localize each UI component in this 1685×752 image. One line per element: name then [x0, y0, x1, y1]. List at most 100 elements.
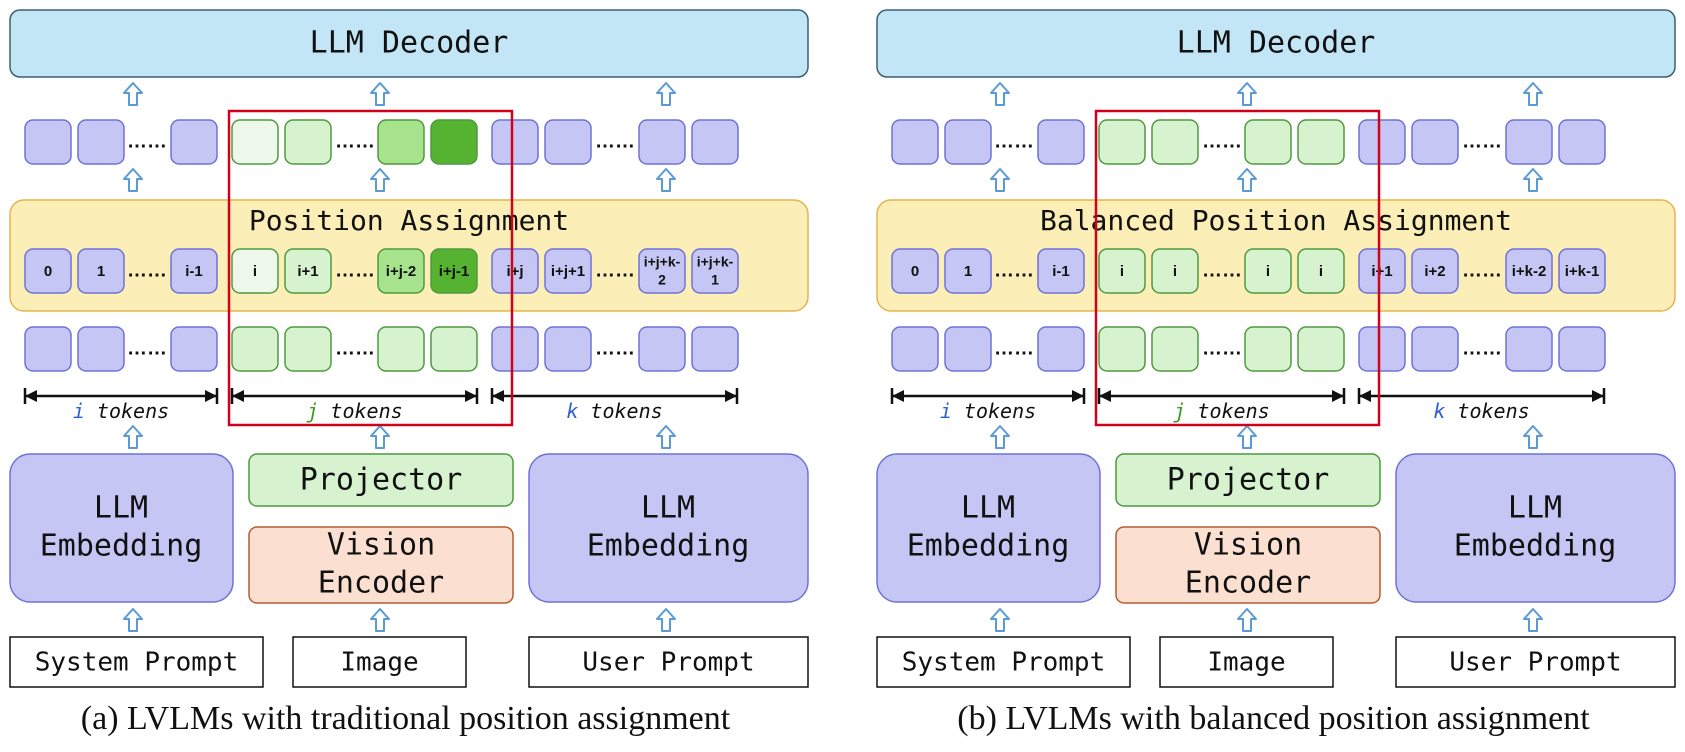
panel-b-position-id-j-0: i	[1120, 263, 1124, 280]
panel-b-embed-arrow-0	[990, 425, 1010, 449]
panel-b-vision-encoder	[1115, 526, 1381, 604]
panel-a-span-var-i: i	[73, 399, 85, 423]
panel-a-position-token-k-1	[544, 248, 592, 294]
caption-a: (a) LVLMs with traditional position assi…	[80, 700, 731, 737]
panel-b-position-ellipsis-j: ……	[1202, 259, 1242, 281]
panel-a-span-var-k: k	[566, 399, 578, 423]
panel-a-output-token-k-1	[544, 119, 592, 165]
caption-b: (b) LVLMs with balanced position assignm…	[957, 700, 1590, 737]
panel-a-input-ellipsis-j: ……	[335, 337, 375, 359]
panel-a-position-token-i-0	[24, 248, 72, 294]
panel-a-output-token-j-3	[430, 119, 478, 165]
panel-b-output-token-j-3	[1297, 119, 1345, 165]
panel-a-output-token-i-0	[24, 119, 72, 165]
panel-a-image-box	[292, 636, 467, 688]
panel-a-input-token-k-1	[544, 326, 592, 372]
panel-a-input-token-k-3	[691, 326, 739, 372]
panel-b-input-arrow-0	[990, 608, 1010, 632]
panel-a-position-id-i-2: i-1	[185, 263, 203, 280]
panel-a-image-label: Image	[340, 648, 418, 678]
panel-a-input-token-j-0	[231, 326, 279, 372]
panel-a-band-arrow-2	[656, 168, 676, 192]
panel-b-output-token-k-0	[1358, 119, 1406, 165]
panel-a-embed-arrow-0	[123, 425, 143, 449]
panel-a-vision-encoder	[248, 526, 514, 604]
panel-b-output-token-j-2	[1244, 119, 1292, 165]
panel-a-span-label-i: i tokens	[73, 399, 169, 423]
panel-b-user-prompt-box	[1395, 636, 1676, 688]
panel-b-position-token-k-2	[1505, 248, 1553, 294]
panel-b-span-rest-j: tokens	[1185, 399, 1269, 423]
panel-b-position-token-k-3	[1558, 248, 1606, 294]
panel-a-input-token-j-2	[377, 326, 425, 372]
panel-a-position-token-i-1	[77, 248, 125, 294]
panel-b-input-token-j-2	[1244, 326, 1292, 372]
panel-b-position-id-j-1: i	[1173, 263, 1177, 280]
panel-b-image-label: Image	[1207, 648, 1285, 678]
panel-a-span-rest-k: tokens	[578, 399, 662, 423]
panel-a-span-arrow-i	[23, 388, 219, 404]
panel-a-span-rest-i: tokens	[85, 399, 169, 423]
panel-b-output-token-i-1	[944, 119, 992, 165]
panel-b-input-ellipsis-j: ……	[1202, 337, 1242, 359]
panel-a-llm-decoder	[9, 9, 809, 78]
panel-b-projector	[1115, 453, 1381, 507]
panel-a-position-id-i-1: 1	[97, 263, 105, 280]
panel-a-position-label: Position Assignment	[249, 204, 569, 237]
panel-b-decoder-arrow-1	[1237, 82, 1257, 106]
panel-a-position-token-k-0	[491, 248, 539, 294]
panel-b-span-var-i: i	[940, 399, 952, 423]
panel-b-span-arrow-k	[1357, 388, 1606, 404]
panel-b-input-token-i-2	[1037, 326, 1085, 372]
panel-b-input-token-j-0	[1098, 326, 1146, 372]
panel-b-output-ellipsis-i: ……	[994, 130, 1034, 152]
panel-b-system-embedding	[876, 453, 1101, 603]
panel-b-output-token-i-0	[891, 119, 939, 165]
panel-a-output-token-j-2	[377, 119, 425, 165]
panel-a-output-ellipsis-k: ……	[595, 130, 635, 152]
panel-b-position-token-i-0	[891, 248, 939, 294]
panel-b-system-prompt-box	[876, 636, 1131, 688]
panel-a-output-token-j-1	[284, 119, 332, 165]
panel-a-llm-decoder-label: LLM Decoder	[310, 26, 509, 61]
panel-b-embed-arrow-1	[1237, 425, 1257, 449]
panel-b-span-var-j: j	[1173, 399, 1185, 423]
panel-a-system-embedding	[9, 453, 234, 603]
panel-a-band-arrow-0	[123, 168, 143, 192]
panel-b-span-label-j: j tokens	[1173, 399, 1269, 423]
panel-b-input-token-i-0	[891, 326, 939, 372]
panel-b-input-token-k-0	[1358, 326, 1406, 372]
panel-a-band-arrow-1	[370, 168, 390, 192]
panel-a-span-label-k: k tokens	[566, 399, 662, 423]
panel-a-input-ellipsis-i: ……	[127, 337, 167, 359]
panel-b-image-box	[1159, 636, 1334, 688]
panel-a-decoder-arrow-0	[123, 82, 143, 106]
panel-a-span-label-j: j tokens	[306, 399, 402, 423]
panel-a-position-token-k-2	[638, 248, 686, 294]
panel-a-input-token-i-2	[170, 326, 218, 372]
panel-a-position-token-k-3	[691, 248, 739, 294]
panel-a-output-token-j-0	[231, 119, 279, 165]
panel-b-input-token-k-1	[1411, 326, 1459, 372]
panel-b-position-token-k-1	[1411, 248, 1459, 294]
panel-a-position-id-j-3: i+j-1	[439, 263, 469, 280]
panel-b-position-id-k-0: i+1	[1371, 263, 1392, 280]
panel-a-system-prompt-box	[9, 636, 264, 688]
panel-b-input-token-j-3	[1297, 326, 1345, 372]
panel-b-position-id-i-1: 1	[964, 263, 972, 280]
panel-a-input-arrow-0	[123, 608, 143, 632]
panel-a-span-arrow-k	[490, 388, 739, 404]
panel-a-input-token-i-0	[24, 326, 72, 372]
panel-b-position-id-j-3: i	[1319, 263, 1323, 280]
panel-b-band-arrow-2	[1523, 168, 1543, 192]
panel-b-embed-arrow-2	[1523, 425, 1543, 449]
panel-a-input-token-k-2	[638, 326, 686, 372]
panel-b-user-prompt-label: User Prompt	[1449, 648, 1621, 678]
panel-b-span-rest-i: tokens	[952, 399, 1036, 423]
panel-a-projector-label: Projector	[300, 463, 463, 498]
panel-b-system-prompt-label: System Prompt	[902, 648, 1106, 678]
panel-b-position-ellipsis-k: ……	[1462, 259, 1502, 281]
